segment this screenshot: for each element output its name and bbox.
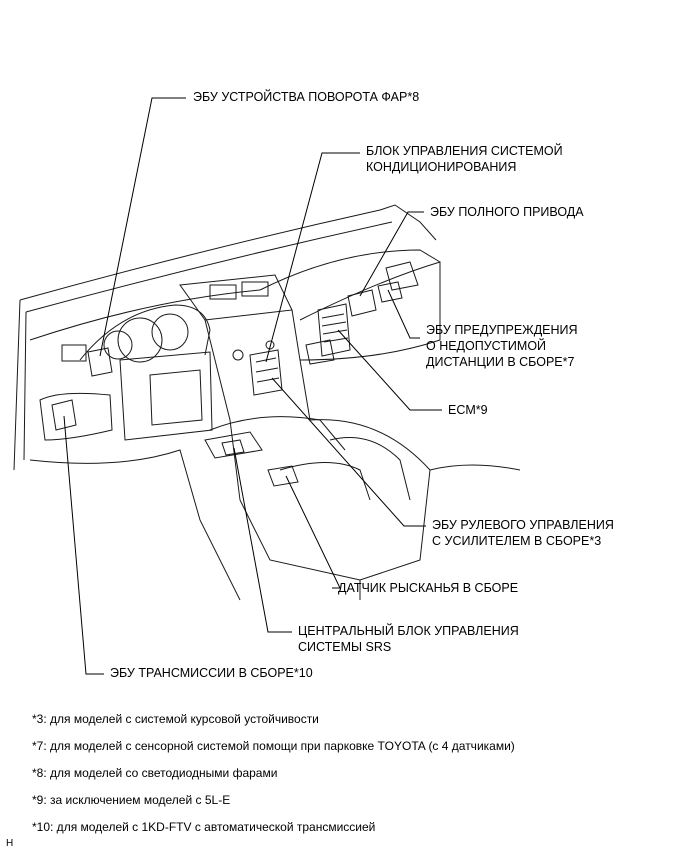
footnote: *10: для моделей с 1KD-FTV с автоматичес… — [32, 820, 376, 834]
leader-awd-ecu — [359, 211, 424, 297]
footnote: *3: для моделей с системой курсовой усто… — [32, 712, 319, 726]
label-srs-center-line1: ЦЕНТРАЛЬНЫЙ БЛОК УПРАВЛЕНИЯ — [298, 624, 519, 638]
label-clearance-warning-line3: ДИСТАНЦИИ В СБОРЕ*7 — [426, 355, 575, 369]
footnote: *7: для моделей с сенсорной системой пом… — [32, 739, 515, 753]
label-clearance-warning-line1: ЭБУ ПРЕДУПРЕЖДЕНИЯ — [426, 323, 578, 337]
leader-ecm — [337, 329, 442, 411]
leader-clearance-warning — [387, 289, 420, 339]
leader-eps-ecu — [271, 377, 426, 527]
label-ac-unit-line1: БЛОК УПРАВЛЕНИЯ СИСТЕМОЙ — [366, 144, 563, 158]
leader-yaw-sensor — [285, 475, 341, 589]
label-eps-ecu-line2: С УСИЛИТЕЛЕМ В СБОРЕ*3 — [432, 534, 602, 548]
leader-headlamp-swivel — [99, 97, 186, 357]
label-eps-ecu-line1: ЭБУ РУЛЕВОГО УПРАВЛЕНИЯ — [432, 518, 614, 532]
dashboard-drawing — [13, 204, 521, 601]
label-transmission-ecu: ЭБУ ТРАНСМИССИИ В СБОРЕ*10 — [110, 666, 313, 680]
label-headlamp-swivel-ecu: ЭБУ УСТРОЙСТВА ПОВОРОТА ФАР*8 — [193, 90, 420, 104]
label-clearance-warning-line2: О НЕДОПУСТИМОЙ — [426, 339, 547, 353]
corner-mark: H — [6, 838, 14, 849]
leader-srs-center — [233, 447, 292, 633]
leader-transmission-ecu — [63, 415, 104, 675]
leader-lines — [63, 97, 442, 675]
label-awd-ecu: ЭБУ ПОЛНОГО ПРИВОДА — [430, 205, 584, 219]
footnote: *9: за исключением моделей с 5L-E — [32, 793, 231, 807]
label-ecm: ECM*9 — [448, 403, 488, 417]
label-srs-center-line2: СИСТЕМЫ SRS — [298, 640, 392, 654]
footnote: *8: для моделей со светодиодными фарами — [32, 766, 278, 780]
label-yaw-sensor: ДАТЧИК РЫСКАНЬЯ В СБОРЕ — [338, 581, 519, 595]
label-ac-unit-line2: КОНДИЦИОНИРОВАНИЯ — [366, 160, 517, 174]
leader-ac-unit — [265, 152, 360, 363]
